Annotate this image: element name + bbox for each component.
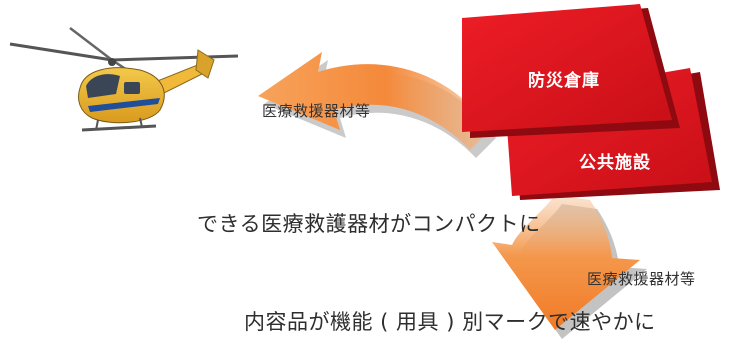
helicopter-icon [9,27,239,132]
upper-arrow-caption: 医療救援器材等 [262,102,371,120]
lower-arrow [492,195,647,339]
upper-arrow [258,52,496,158]
disaster-warehouse-box [462,4,680,138]
public-facility-label: 公共施設 [579,153,651,173]
disaster-warehouse-label: 防災倉庫 [528,71,600,91]
text-line: 内容品が機能 ( 用具 ) 別マークで速やかに [244,310,656,334]
text-line: できる医療救護器材がコンパクトに [197,212,541,236]
lower-arrow-caption: 医療救援器材等 [587,270,696,288]
